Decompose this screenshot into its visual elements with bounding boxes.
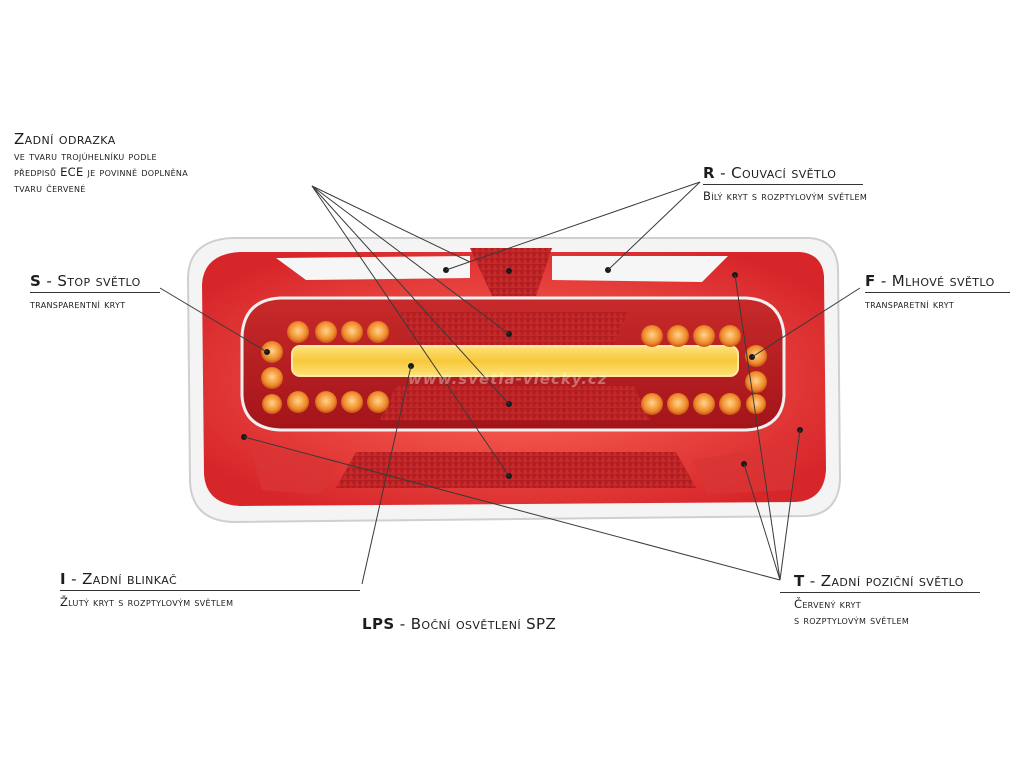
label-indicator-code: I xyxy=(60,570,66,588)
label-reverse: R - Couvací světlo Bílý kryt s rozptylov… xyxy=(703,164,867,204)
label-indicator-rule xyxy=(60,590,360,591)
label-position-title: - Zadní poziční světlo xyxy=(804,572,964,590)
label-position-rule xyxy=(780,592,980,593)
label-stop-rule xyxy=(30,292,160,293)
label-stop-code: S xyxy=(30,272,42,290)
label-reflector: Zadní odrazka ve tvaru trojúhelníku podl… xyxy=(14,130,188,196)
label-indicator-line-1: Žlutý kryt s rozptylovým světlem xyxy=(60,595,234,609)
label-fog-code: F xyxy=(865,272,876,290)
label-position-line-1: Červený kryt xyxy=(794,597,861,611)
label-position-line-2: s rozptylovým světlem xyxy=(794,613,910,627)
label-indicator: I - Zadní blinkač Žlutý kryt s rozptylov… xyxy=(60,570,360,610)
reflector-lower-mid xyxy=(380,386,650,420)
label-indicator-title: - Zadní blinkač xyxy=(65,570,178,588)
label-fog: F - Mlhové světlo transparetní kryt xyxy=(865,272,1010,312)
label-reflector-line-2: předpisů ECE je povinně doplněna xyxy=(14,165,188,179)
reflector-middle xyxy=(400,312,628,352)
led-group-left xyxy=(261,321,389,414)
reverse-lens-left xyxy=(276,256,470,280)
label-reflector-line-1: ve tvaru trojúhelníku podle xyxy=(14,149,157,163)
label-fog-title: - Mlhové světlo xyxy=(875,272,995,290)
label-position: T - Zadní poziční světlo Červený kryt s … xyxy=(780,572,980,628)
label-reverse-line-1: Bílý kryt s rozptylovým světlem xyxy=(703,189,868,203)
label-stop: S - Stop světlo transparentní kryt xyxy=(30,272,160,312)
label-stop-title: - Stop světlo xyxy=(41,272,141,290)
label-fog-line-1: transparetní kryt xyxy=(865,297,955,311)
reflector-bottom xyxy=(336,452,696,488)
label-reflector-line-3: tvaru červené xyxy=(14,181,86,195)
label-reflector-title: Zadní odrazka xyxy=(14,130,116,148)
label-reverse-rule xyxy=(703,184,863,185)
led-group-right xyxy=(641,325,767,415)
label-reverse-code: R xyxy=(703,164,715,182)
label-plate-code: LPS xyxy=(362,615,395,633)
light-bar xyxy=(291,345,739,377)
watermark-text: www.svetla-vlecky.cz xyxy=(408,370,608,388)
reverse-lens-right xyxy=(552,256,728,282)
label-position-code: T xyxy=(794,572,805,590)
label-fog-rule xyxy=(865,292,1010,293)
label-stop-line-1: transparentní kryt xyxy=(30,297,126,311)
label-plate: LPS - Boční osvětlení SPZ xyxy=(362,615,556,633)
label-reverse-title: - Couvací světlo xyxy=(714,164,837,182)
leader-lines xyxy=(159,181,861,585)
label-plate-title: - Boční osvětlení SPZ xyxy=(394,615,557,633)
